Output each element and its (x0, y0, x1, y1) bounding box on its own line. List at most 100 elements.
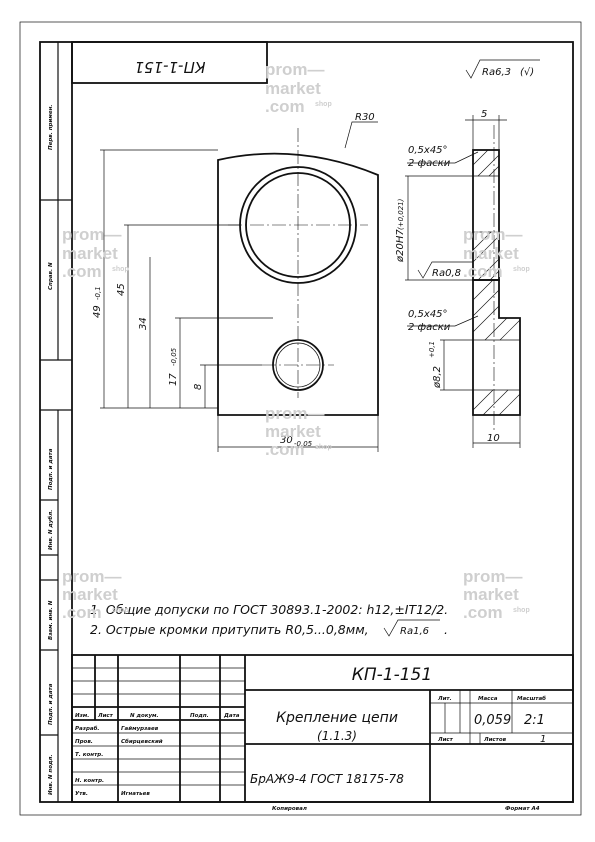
row-utv: Утв. (75, 791, 88, 797)
row-razrab: Разраб. (75, 725, 100, 732)
svg-text:market: market (265, 422, 321, 441)
svg-text:shop: shop (513, 607, 530, 614)
svg-text:market: market (62, 244, 118, 263)
svg-text:prom—: prom— (463, 567, 523, 586)
title-block: Изм. Лист N докум. Подп. Дата Разраб. Га… (71, 654, 574, 803)
sheets-label: Листов (483, 737, 507, 743)
watermark-2: prom— market .com shop (62, 225, 129, 281)
dim-height-17: 17 (168, 373, 179, 386)
svg-text:market: market (265, 79, 321, 98)
rotated-designation: КП-1-151 (135, 58, 206, 76)
svg-text:.com: .com (463, 603, 503, 622)
dim-thick-bottom: 10 (487, 433, 500, 444)
dim-height-34: 34 (138, 317, 149, 330)
dim-width: 30 (280, 435, 293, 446)
side-inv-dubl: Инв. N дубл. (47, 510, 54, 550)
sheet-outer-frame (19, 21, 582, 816)
row-nkontr: Н. контр. (75, 778, 104, 784)
watermark-3: prom— market .com shop (463, 225, 530, 281)
dim-chamfer1-count: 2 фаски (408, 158, 451, 169)
prov-name: Сбирцевский (121, 738, 163, 745)
dim-height-45: 45 (116, 283, 127, 296)
col-doc: N докум. (130, 713, 159, 719)
svg-text:prom—: prom— (463, 225, 523, 244)
svg-text:.com: .com (62, 262, 102, 281)
general-roughness: Ra6,3 (√) (465, 59, 540, 79)
note-2: 2. Острые кромки притупить R0,5...0,8мм, (90, 622, 369, 637)
general-roughness-value: Ra6,3 (482, 67, 511, 78)
dim-width-tol: -0,05 (294, 440, 313, 448)
dim-bore-big: ø20H7 (395, 229, 406, 263)
side-podp-data-2: Подп. и дата (48, 683, 54, 725)
svg-text:market: market (463, 585, 519, 604)
svg-text:prom—: prom— (265, 404, 325, 423)
dim-height-total: 49 (92, 305, 103, 318)
side-vzam-inv: Взам. инв. N (48, 600, 54, 640)
dim-bore-big-tol: (+0,021) (397, 198, 405, 230)
note-1: 1. Общие допуски по ГОСТ 30893.1-2002: h… (90, 602, 448, 617)
side-sprav: Справ. N (48, 262, 54, 290)
side-podp-data-1: Подп. и дата (48, 448, 54, 490)
sheet-label: Лист (437, 737, 454, 743)
svg-text:.com: .com (265, 97, 305, 116)
watermark-4: prom— market .com shop (265, 404, 332, 459)
lit-header: Лит. (437, 696, 452, 702)
rotated-designation-box: КП-1-151 (71, 41, 268, 84)
scale-header: Масштаб (517, 695, 546, 702)
dim-bore-small: ø8,2 (432, 366, 443, 389)
material: БрАЖ9-4 ГОСТ 18175-78 (250, 772, 404, 786)
col-date: Дата (223, 713, 240, 719)
technical-notes: 1. Общие допуски по ГОСТ 30893.1-2002: h… (90, 602, 448, 637)
part-name-line1: Крепление цепи (276, 710, 398, 726)
dim-chamfer2: 0,5х45° (408, 309, 448, 320)
front-view (217, 128, 379, 416)
col-list: Лист (97, 713, 114, 719)
sheets-value: 1 (540, 734, 546, 745)
col-izm: Изм. (75, 713, 89, 719)
col-sign: Подп. (190, 713, 209, 719)
roughness-bore: Ra0,8 (432, 268, 461, 279)
dim-radius: R30 (355, 112, 375, 123)
front-dimensions: 49 -0,1 45 34 17 -0,05 8 30 -0,05 R30 (92, 112, 379, 452)
watermark-1: prom— market .com shop (265, 60, 332, 116)
svg-text:prom—: prom— (265, 60, 325, 79)
dim-chamfer2-count: 2 фаски (408, 322, 451, 333)
utv-name: Игнатьев (121, 791, 150, 797)
svg-text:shop: shop (112, 607, 129, 614)
svg-text:.com: .com (463, 262, 503, 281)
svg-text:market: market (62, 585, 118, 604)
footer-format: Формат А4 (505, 806, 540, 812)
dim-thick-top: 5 (481, 109, 487, 120)
svg-text:.com: .com (265, 440, 305, 459)
dim-bore-small-tol: +0,1 (428, 341, 436, 358)
side-perv-primen: Перв. примен. (48, 105, 54, 150)
side-strip: Перв. примен. Справ. N Подп. и дата Инв.… (40, 42, 73, 802)
dim-height-8: 8 (193, 384, 204, 390)
svg-text:.com: .com (62, 603, 102, 622)
designation: КП-1-151 (352, 665, 432, 685)
svg-text:prom—: prom— (62, 225, 122, 244)
row-tkontr: Т. контр. (75, 752, 103, 758)
dim-height-total-tol: -0,1 (94, 286, 102, 300)
svg-text:prom—: prom— (62, 567, 122, 586)
mass-header: Масса (478, 696, 498, 702)
general-roughness-mark: (√) (520, 67, 534, 78)
mass-value: 0,059 (474, 713, 511, 728)
svg-text:shop: shop (315, 101, 332, 108)
svg-text:shop: shop (513, 266, 530, 273)
section-view: 5 10 0,5х45° 2 фаски 0,5х45° 2 фаски ø20… (395, 109, 521, 448)
footer-copied: Копировал (272, 806, 307, 812)
dim-chamfer1: 0,5х45° (408, 145, 448, 156)
svg-text:market: market (463, 244, 519, 263)
svg-text:shop: shop (112, 266, 129, 273)
watermark-5: prom— market .com shop (62, 567, 129, 622)
scale-value: 2:1 (524, 713, 545, 728)
razrab-name: Гаймурзаев (121, 726, 159, 732)
side-inv-podl: Инв. N подл. (48, 754, 54, 795)
row-prov: Пров. (75, 739, 93, 745)
watermark-6: prom— market .com shop (463, 567, 530, 622)
note-2-roughness: Ra1,6 (400, 626, 429, 637)
svg-text:shop: shop (315, 444, 332, 451)
part-name-line2: (1.1.3) (317, 729, 357, 743)
